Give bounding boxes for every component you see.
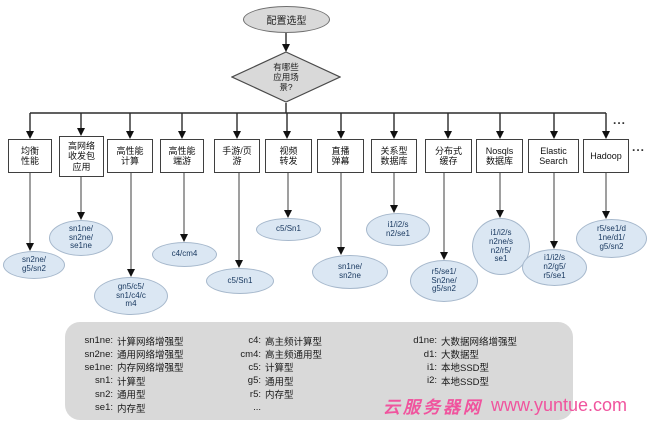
legend-row: se1ne: 内存网络增强型	[77, 361, 184, 375]
box-high-network-packet: 高网络 收发包 应用	[59, 136, 104, 177]
legend-column-1: sn1ne: 计算网络增强型 sn2ne: 通用网络增强型 se1ne: 内存网络增强…	[77, 334, 184, 415]
legend-key: i1:	[426, 361, 437, 373]
box-balanced-performance: 均衡 性能	[8, 139, 52, 173]
result-relational-db: i1/i2/s n2/se1	[366, 213, 430, 246]
watermark-site-name: 云服务器网	[383, 397, 483, 417]
result-mobile-web-games: c5/Sn1	[206, 268, 274, 294]
legend-desc: 高主频计算型	[265, 336, 323, 348]
legend-desc: 大数据网络增强型	[441, 336, 518, 348]
legend-row: g5: 通用型	[225, 374, 322, 388]
legend-panel: sn1ne: 计算网络增强型 sn2ne: 通用网络增强型 se1ne: 内存网络增强…	[65, 322, 573, 420]
box-video-forwarding: 视频 转发	[265, 139, 312, 173]
legend-key: cm4:	[240, 348, 261, 360]
legend-key: sn2:	[95, 388, 113, 400]
legend-key: c4:	[248, 335, 261, 347]
box-elastic-search: Elastic Search	[528, 139, 579, 173]
legend-desc: 本地SSD型	[441, 376, 490, 388]
legend-row: cm4: 高主频通用型	[225, 347, 323, 362]
legend-key: d1ne:	[413, 335, 437, 347]
legend-key: i2:	[426, 375, 437, 387]
result-high-perf-client-games: c4/cm4	[152, 242, 217, 267]
legend-desc: 通用网络增强型	[117, 350, 184, 362]
more-indicator-top: ...	[613, 113, 627, 127]
result-hadoop: r5/se1/d 1ne/d1/ g5/sn2	[576, 219, 647, 258]
legend-desc: 通用型	[265, 376, 294, 388]
legend-row: sn1ne: 计算网络增强型	[77, 334, 184, 348]
decision-diamond-shape	[231, 51, 341, 103]
legend-desc: 本地SSD型	[441, 363, 490, 375]
box-live-danmaku: 直播 弹幕	[317, 139, 364, 173]
legend-row: c4: 高主频计算型	[225, 334, 323, 348]
result-distributed-cache: r5/se1/ Sn2ne/ g5/sn2	[410, 260, 478, 302]
legend-key: se1:	[95, 402, 113, 414]
legend-key: c5:	[248, 361, 261, 373]
result-hpc: gn5/c5/ sn1/c4/c m4	[94, 277, 168, 315]
legend-row: sn1: 计算型	[77, 374, 184, 388]
legend-row: d1: 大数据型	[395, 347, 517, 362]
legend-key: ...	[253, 402, 261, 414]
result-video-forwarding: c5/Sn1	[256, 218, 321, 241]
box-hadoop: Hadoop	[583, 139, 629, 173]
legend-desc: 内存型	[117, 403, 146, 415]
legend-key: d1:	[423, 348, 437, 360]
result-live-danmaku: sn1ne/ sn2ne	[312, 255, 388, 289]
box-relational-db: 关系型 数据库	[371, 139, 417, 173]
result-high-network-packet: sn1ne/ sn2ne/ se1ne	[49, 220, 113, 256]
legend-desc: 通用型	[117, 390, 146, 402]
legend-row: i1: 本地SSD型	[395, 361, 517, 375]
legend-desc: 内存网络增强型	[117, 363, 184, 375]
box-nosql-db: Nosqls 数据库	[476, 139, 523, 173]
result-elastic-search: i1/i2/s n2/g5/ r5/se1	[522, 249, 587, 286]
legend-key: se1ne:	[84, 361, 113, 373]
legend-column-2: c4: 高主频计算型 cm4: 高主频通用型 c5: 计算型 g5: 通用型 r5: 内存…	[225, 334, 322, 414]
box-high-perf-client-games: 高性能 端游	[160, 139, 204, 173]
legend-key: sn2ne:	[84, 348, 113, 360]
legend-desc: 计算型	[265, 363, 294, 375]
decision-diamond-label: 有哪些 应用场 景?	[273, 61, 299, 92]
legend-row: sn2ne: 通用网络增强型	[77, 347, 184, 362]
start-node: 配置选型	[243, 6, 330, 33]
watermark: 云服务器网 www.yuntue.com	[383, 392, 627, 418]
legend-key: sn1:	[95, 375, 113, 387]
more-indicator-right: ...	[632, 140, 646, 154]
legend-key: g5:	[247, 375, 261, 387]
legend-row: se1: 内存型	[77, 401, 184, 415]
legend-row: r5: 内存型	[225, 388, 322, 402]
legend-row: i2: 本地SSD型	[395, 374, 517, 388]
legend-desc: 计算型	[117, 376, 146, 388]
box-distributed-cache: 分布式 缓存	[425, 139, 472, 173]
legend-desc: 内存型	[265, 390, 294, 402]
box-mobile-web-games: 手游/页 游	[214, 139, 260, 173]
legend-desc: 计算网络增强型	[117, 336, 184, 348]
legend-row: d1ne: 大数据网络增强型	[395, 334, 518, 348]
legend-column-3: d1ne: 大数据网络增强型 d1: 大数据型 i1: 本地SSD型 i2: 本地SSD…	[395, 334, 517, 388]
legend-row: c5: 计算型	[225, 361, 322, 375]
legend-desc: 高主频通用型	[265, 350, 323, 362]
legend-row: ...	[225, 401, 322, 414]
result-balanced-performance: sn2ne/ g5/sn2	[3, 251, 65, 279]
legend-row: sn2: 通用型	[77, 388, 184, 402]
legend-key: sn1ne:	[84, 335, 113, 347]
result-nosql-db: i1/i2/s n2ne/s n2/r5/ se1	[472, 218, 530, 275]
watermark-url: www.yuntue.com	[491, 394, 628, 415]
box-hpc: 高性能 计算	[107, 139, 153, 173]
legend-desc: 大数据型	[441, 350, 480, 362]
legend-key: r5:	[249, 388, 261, 400]
